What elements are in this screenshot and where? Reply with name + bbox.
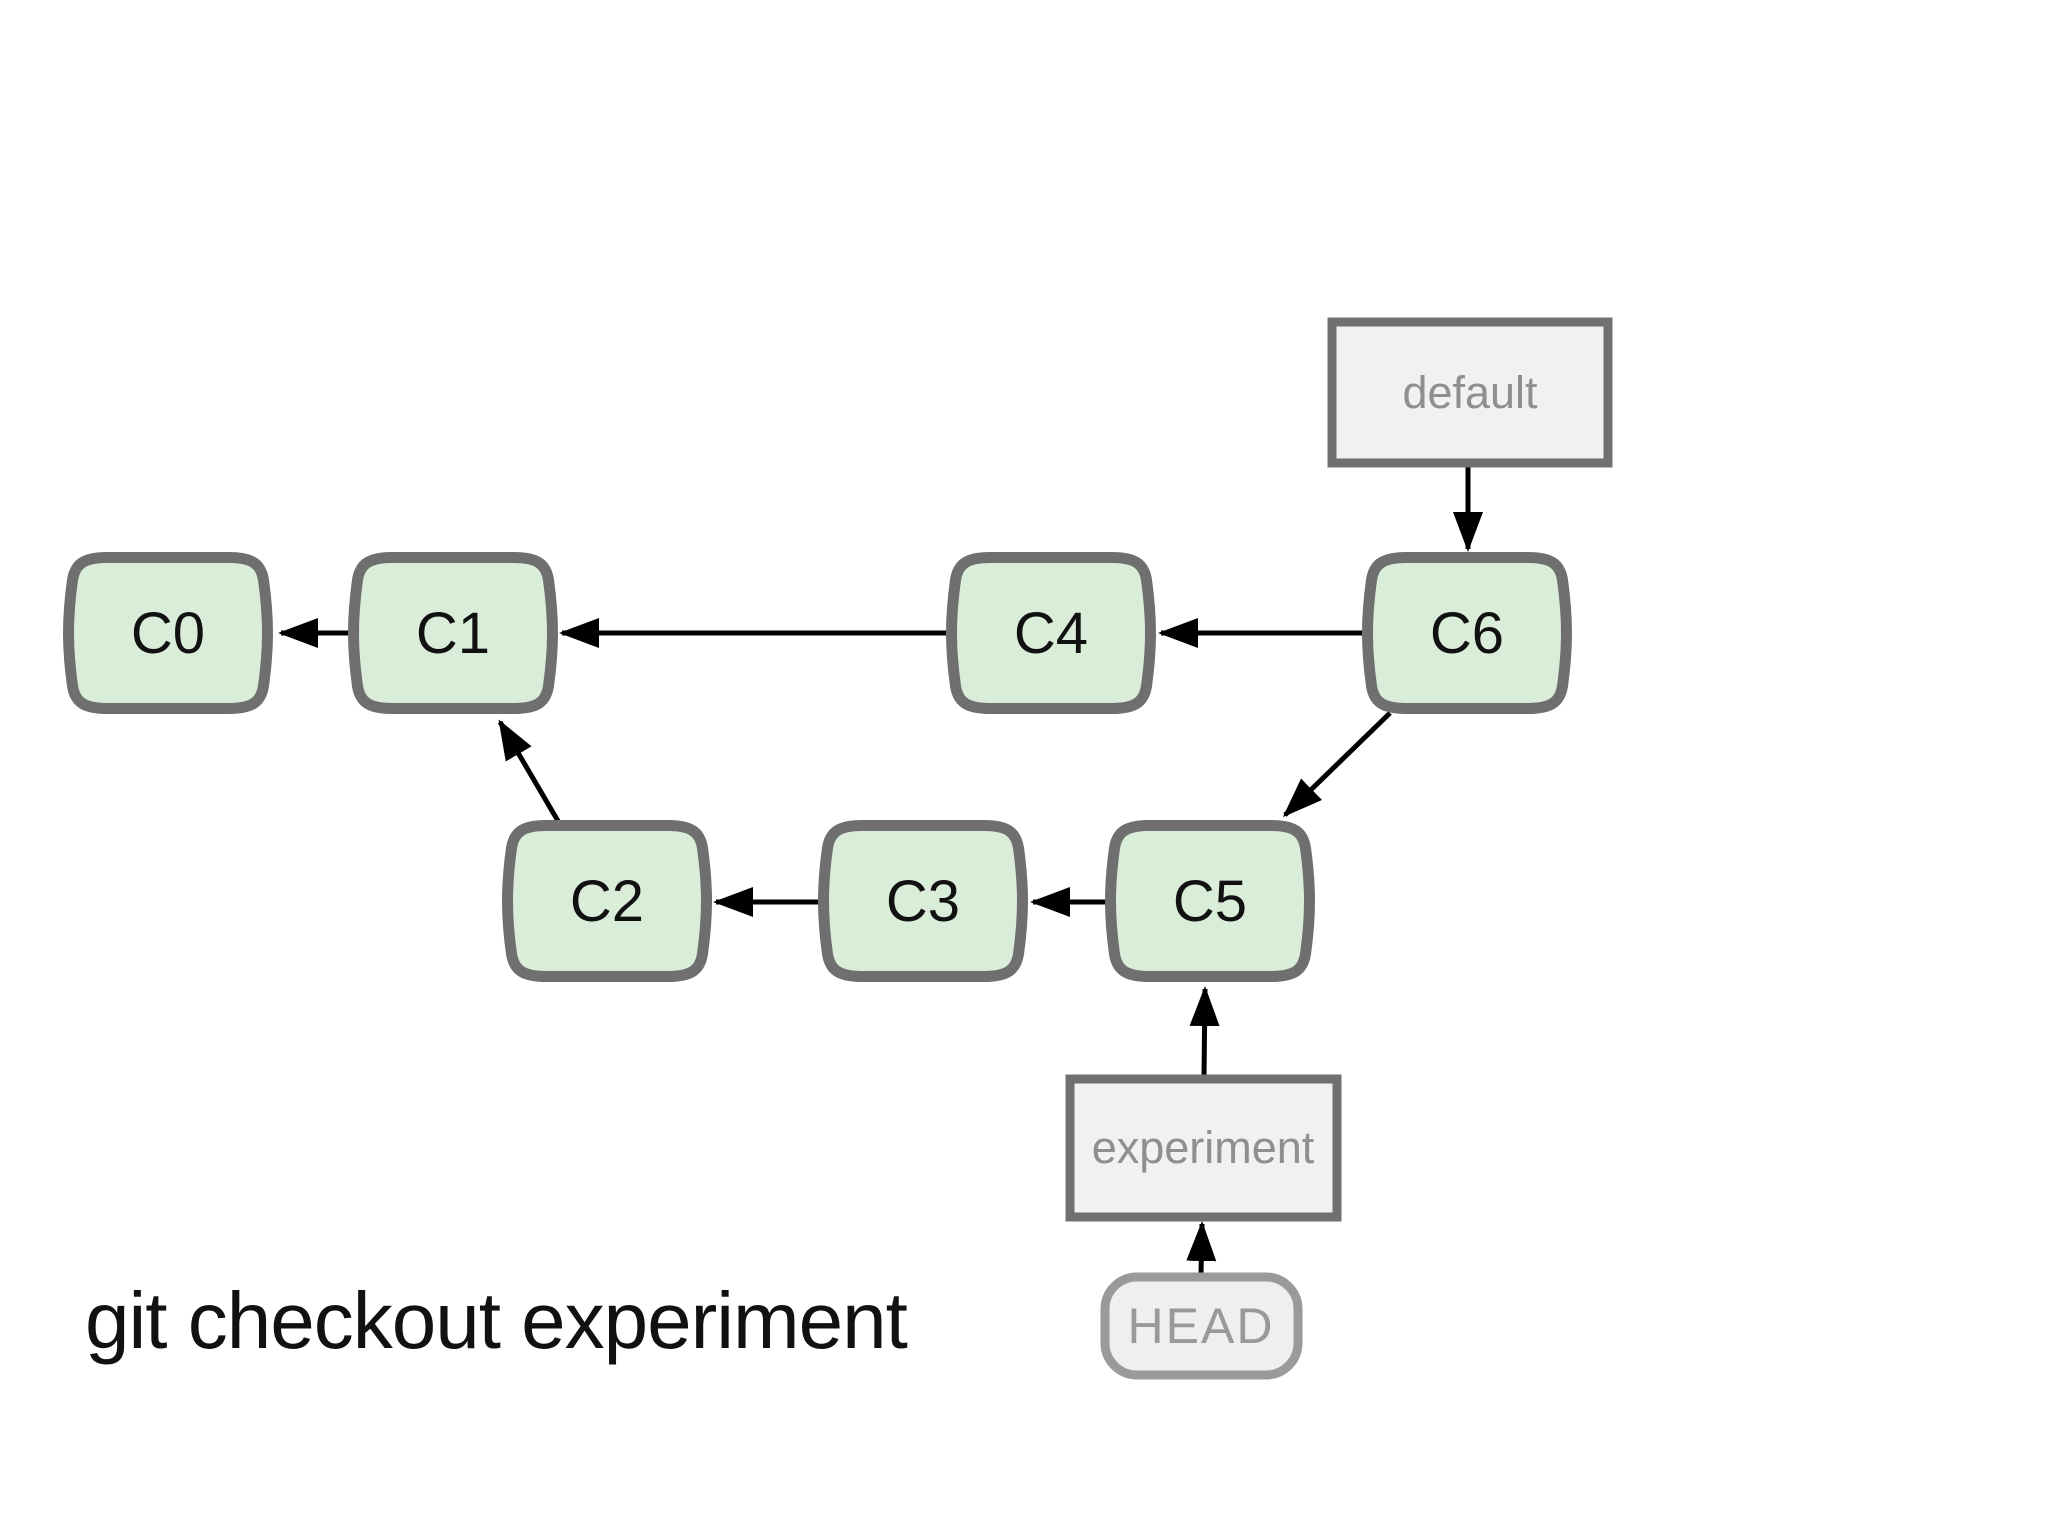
arrow-head-to-experiment [1186,1221,1217,1276]
caption: git checkout experiment [85,1276,908,1365]
commit-label-c5: C5 [1173,869,1247,934]
commit-node-c3: C3 [824,826,1023,977]
commit-node-c6: C6 [1368,558,1567,709]
commit-label-c4: C4 [1014,601,1088,666]
commit-node-c1: C1 [354,558,553,709]
arrow-experiment-to-c5 [1189,986,1220,1078]
branch-box-experiment-rect [1065,1074,1342,1222]
commit-label-c6: C6 [1430,601,1504,666]
branch-label-experiment: experiment [1092,1122,1315,1173]
head-box-rect [1100,1272,1303,1380]
commit-node-c0: C0 [69,558,268,709]
branch-label-default: default [1402,367,1538,418]
commit-label-c2: C2 [570,869,644,934]
head-box: HEAD [1100,1272,1303,1380]
commit-label-c0: C0 [131,601,205,666]
commit-label-c1: C1 [416,601,490,666]
head-label: HEAD [1128,1298,1275,1354]
commit-node-c4: C4 [952,558,1151,709]
commit-node-c5: C5 [1111,826,1310,977]
arrow-c6-to-c5 [1282,711,1392,818]
commit-node-c2: C2 [508,826,707,977]
branch-box-default: default [1327,317,1613,468]
arrow-c2-to-c1 [497,719,561,823]
branch-box-default-rect [1327,317,1613,468]
branch-box-experiment: experiment [1065,1074,1342,1222]
commit-label-c3: C3 [886,869,960,934]
